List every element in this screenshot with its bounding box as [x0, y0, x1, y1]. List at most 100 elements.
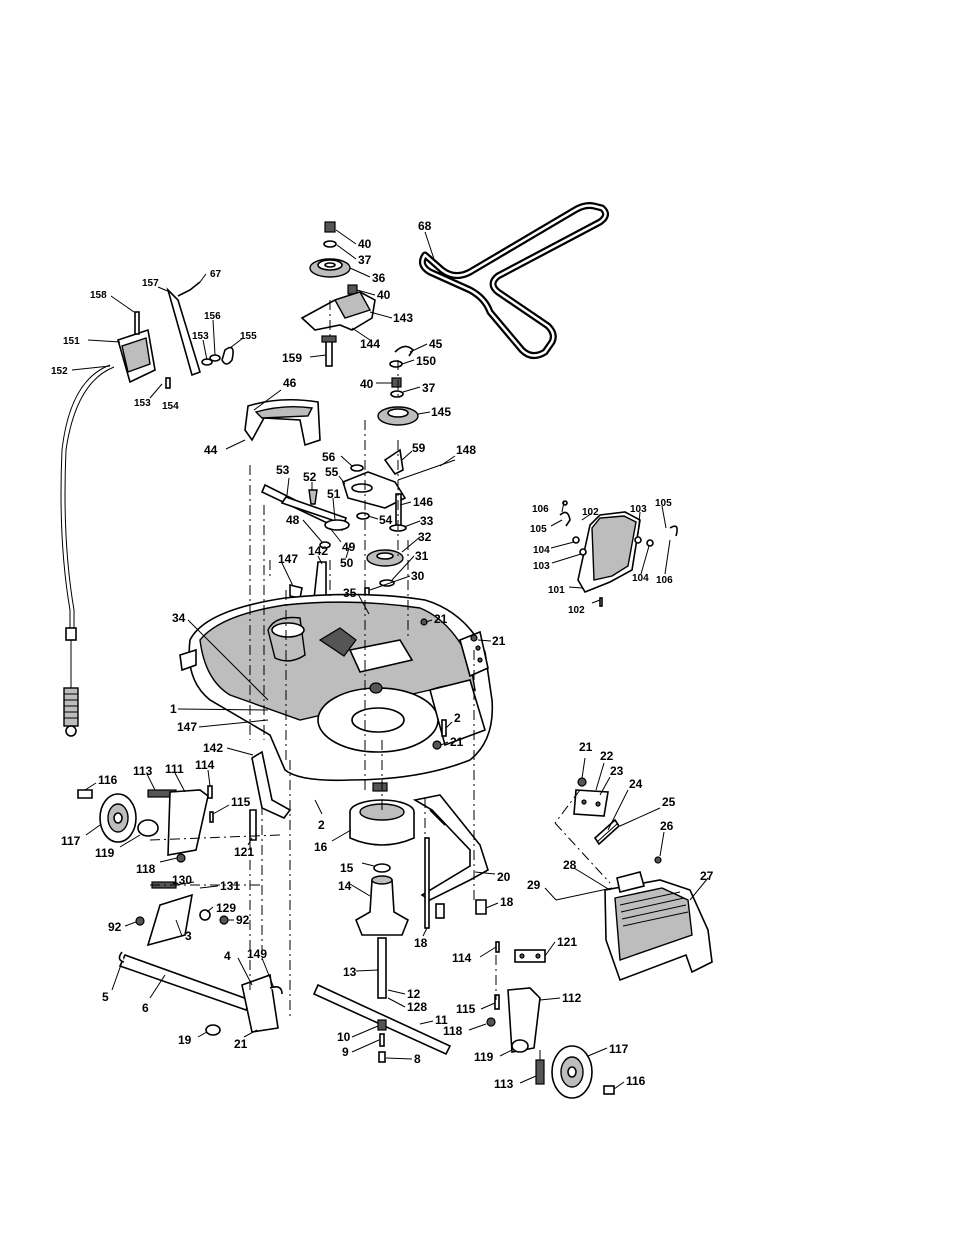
label-21a: 21 — [434, 612, 448, 626]
label-142b: 142 — [203, 741, 223, 755]
washer-37b — [390, 390, 404, 398]
label-151: 151 — [63, 336, 80, 347]
label-158: 158 — [90, 290, 107, 301]
washer-31 — [379, 579, 395, 587]
label-11: 11 — [435, 1013, 448, 1027]
part-labels: 68 40 37 36 40 143 144 159 45 150 40 37 … — [51, 219, 714, 1091]
label-22: 22 — [600, 749, 614, 763]
label-44: 44 — [204, 443, 218, 457]
alignment-lines — [149, 300, 611, 1060]
label-105b: 105 — [655, 498, 672, 509]
bracket-112 — [507, 987, 541, 1053]
label-119b: 119 — [474, 1050, 494, 1064]
label-155: 155 — [240, 331, 257, 342]
spacer-119 — [137, 819, 159, 837]
label-102b: 102 — [568, 605, 585, 616]
washer-48 — [319, 541, 331, 549]
label-104b: 104 — [632, 573, 649, 584]
support-bar-20 — [412, 794, 489, 929]
clip-155 — [221, 346, 234, 365]
label-30: 30 — [411, 569, 425, 583]
label-104a: 104 — [533, 545, 550, 556]
plate-55 — [342, 471, 407, 509]
label-9: 9 — [342, 1045, 349, 1059]
bolt-2a — [441, 719, 447, 737]
bracket-111 — [167, 789, 209, 856]
label-92a: 92 — [108, 920, 122, 934]
label-114a: 114 — [195, 758, 215, 772]
nut-92a — [135, 916, 145, 926]
label-106b: 106 — [656, 575, 673, 586]
label-129: 129 — [216, 901, 236, 915]
label-45: 45 — [429, 337, 443, 351]
label-8: 8 — [414, 1052, 421, 1066]
chute-hinge-assembly — [573, 777, 662, 864]
label-1: 1 — [170, 702, 177, 716]
label-51: 51 — [327, 487, 341, 501]
bracket-59 — [383, 448, 404, 476]
discharge-chute-101 — [559, 500, 678, 607]
mower-deck-1 — [179, 593, 494, 792]
bolt-9 — [379, 1033, 385, 1047]
label-114b: 114 — [452, 951, 472, 965]
label-106a: 106 — [532, 504, 549, 515]
label-24: 24 — [629, 777, 643, 791]
label-131: 131 — [220, 879, 240, 893]
label-118b: 118 — [443, 1024, 463, 1038]
label-59: 59 — [412, 441, 426, 455]
screw-114b — [495, 941, 500, 953]
label-146: 146 — [413, 495, 433, 509]
label-26: 26 — [660, 819, 674, 833]
label-121a: 121 — [234, 845, 254, 859]
label-21b: 21 — [492, 634, 506, 648]
label-116b: 116 — [626, 1074, 646, 1088]
label-148: 148 — [456, 443, 476, 457]
label-23: 23 — [610, 764, 624, 778]
label-6: 6 — [142, 1001, 149, 1015]
bushing-19 — [205, 1024, 221, 1036]
label-147a: 147 — [278, 552, 298, 566]
washer-54 — [356, 512, 370, 520]
pin-154 — [165, 377, 171, 389]
bolt-8 — [378, 1051, 386, 1063]
label-111: 111 — [165, 762, 184, 776]
washer-51 — [324, 519, 350, 531]
lower-left-linkage — [118, 881, 283, 1036]
label-15: 15 — [340, 861, 354, 875]
label-119a: 119 — [95, 846, 115, 860]
washer-56 — [350, 464, 364, 472]
label-154: 154 — [162, 401, 179, 412]
rod-148 — [397, 459, 456, 481]
screw-114 — [207, 785, 213, 799]
label-144: 144 — [360, 337, 380, 351]
label-147b: 147 — [177, 720, 197, 734]
label-115a: 115 — [231, 795, 251, 809]
belt-guard-44 — [244, 398, 321, 447]
label-27: 27 — [700, 869, 714, 883]
label-33: 33 — [420, 514, 434, 528]
label-52: 52 — [303, 470, 317, 484]
nut-118 — [176, 853, 186, 863]
label-113a: 113 — [133, 764, 153, 778]
bolt-52 — [308, 489, 318, 505]
label-113b: 113 — [494, 1077, 514, 1091]
label-68: 68 — [418, 219, 432, 233]
label-18a: 18 — [500, 895, 514, 909]
hinge-28 — [616, 871, 645, 893]
label-37b: 37 — [422, 381, 436, 395]
left-gauge-wheel-assembly — [77, 785, 257, 863]
label-16: 16 — [314, 840, 328, 854]
screw-115 — [209, 811, 214, 823]
clip-149 — [269, 986, 283, 995]
label-102a: 102 — [582, 507, 599, 518]
leader-lines — [71, 229, 709, 1090]
label-49: 49 — [342, 540, 356, 554]
screw-115b — [494, 994, 500, 1010]
label-101: 101 — [548, 585, 565, 596]
label-116a: 116 — [98, 773, 118, 787]
label-130: 130 — [172, 873, 192, 887]
lift-control-bracket — [117, 281, 234, 389]
label-157: 157 — [142, 278, 159, 289]
rod-157 — [166, 287, 201, 377]
spacer-119b — [511, 1039, 529, 1053]
